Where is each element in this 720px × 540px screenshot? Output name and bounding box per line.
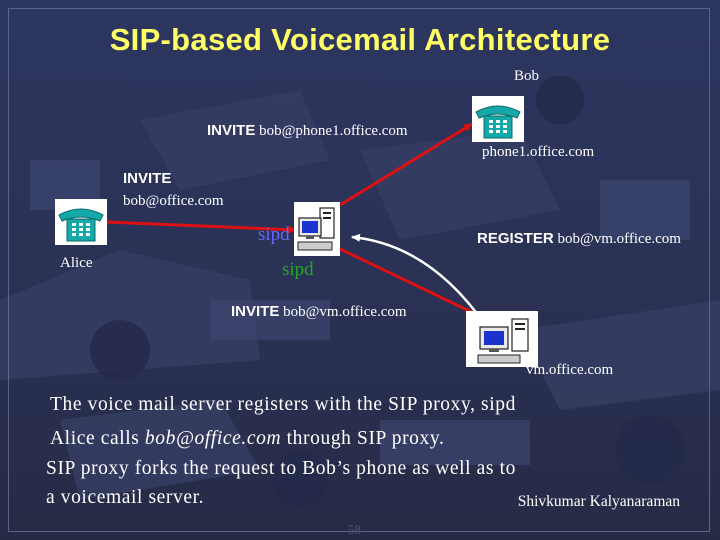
phone-host-label: phone1.office.com — [482, 144, 595, 160]
note-line-3: SIP proxy forks the request to Bob’s pho… — [46, 458, 516, 479]
invite-vm-label: INVITE bob@vm.office.com — [231, 303, 407, 321]
register-keyword: REGISTER — [477, 230, 554, 247]
invite-vm-address: bob@vm.office.com — [283, 304, 407, 320]
invite-office-keyword: INVITE — [123, 170, 172, 187]
register-address: bob@vm.office.com — [557, 231, 681, 247]
note-line-2: Alice calls bob@office.com through SIP p… — [50, 428, 445, 449]
invite-proxy-to-vm-arrow — [337, 246, 485, 320]
slide-title: SIP-based Voicemail Architecture — [109, 22, 611, 57]
invite-proxy-to-phone-arrow — [339, 122, 473, 207]
vm-server-computer-icon — [466, 311, 538, 367]
bob-phone-telephone-icon — [472, 96, 524, 142]
slide-number: 58 — [348, 522, 361, 537]
invite-address: bob@phone1.office.com — [259, 123, 408, 139]
alice-label: Alice — [60, 255, 93, 271]
vm-host-label: vm.office.com — [526, 362, 614, 378]
register-label: REGISTER bob@vm.office.com — [477, 230, 681, 248]
invite-alice-to-proxy-arrow — [105, 220, 297, 234]
note-line-4: a voicemail server. — [46, 487, 205, 508]
author-name: Shivkumar Kalyanaraman — [517, 493, 680, 510]
invite-phone-label: INVITE bob@phone1.office.com — [207, 122, 408, 140]
note-line-1: The voice mail server registers with the… — [50, 394, 516, 415]
register-vm-to-proxy-arrow — [351, 233, 488, 327]
sipd-label-top: sipd — [258, 224, 290, 245]
bob-label: Bob — [514, 68, 540, 84]
proxy-computer-icon — [294, 202, 340, 256]
alice-phone-telephone-icon — [55, 199, 107, 245]
sipd-label-bottom: sipd — [282, 259, 314, 280]
invite-vm-keyword: INVITE — [231, 303, 280, 320]
invite-keyword: INVITE — [207, 122, 256, 139]
slide-frame — [8, 8, 710, 532]
invite-office-address: bob@office.com — [123, 193, 224, 209]
